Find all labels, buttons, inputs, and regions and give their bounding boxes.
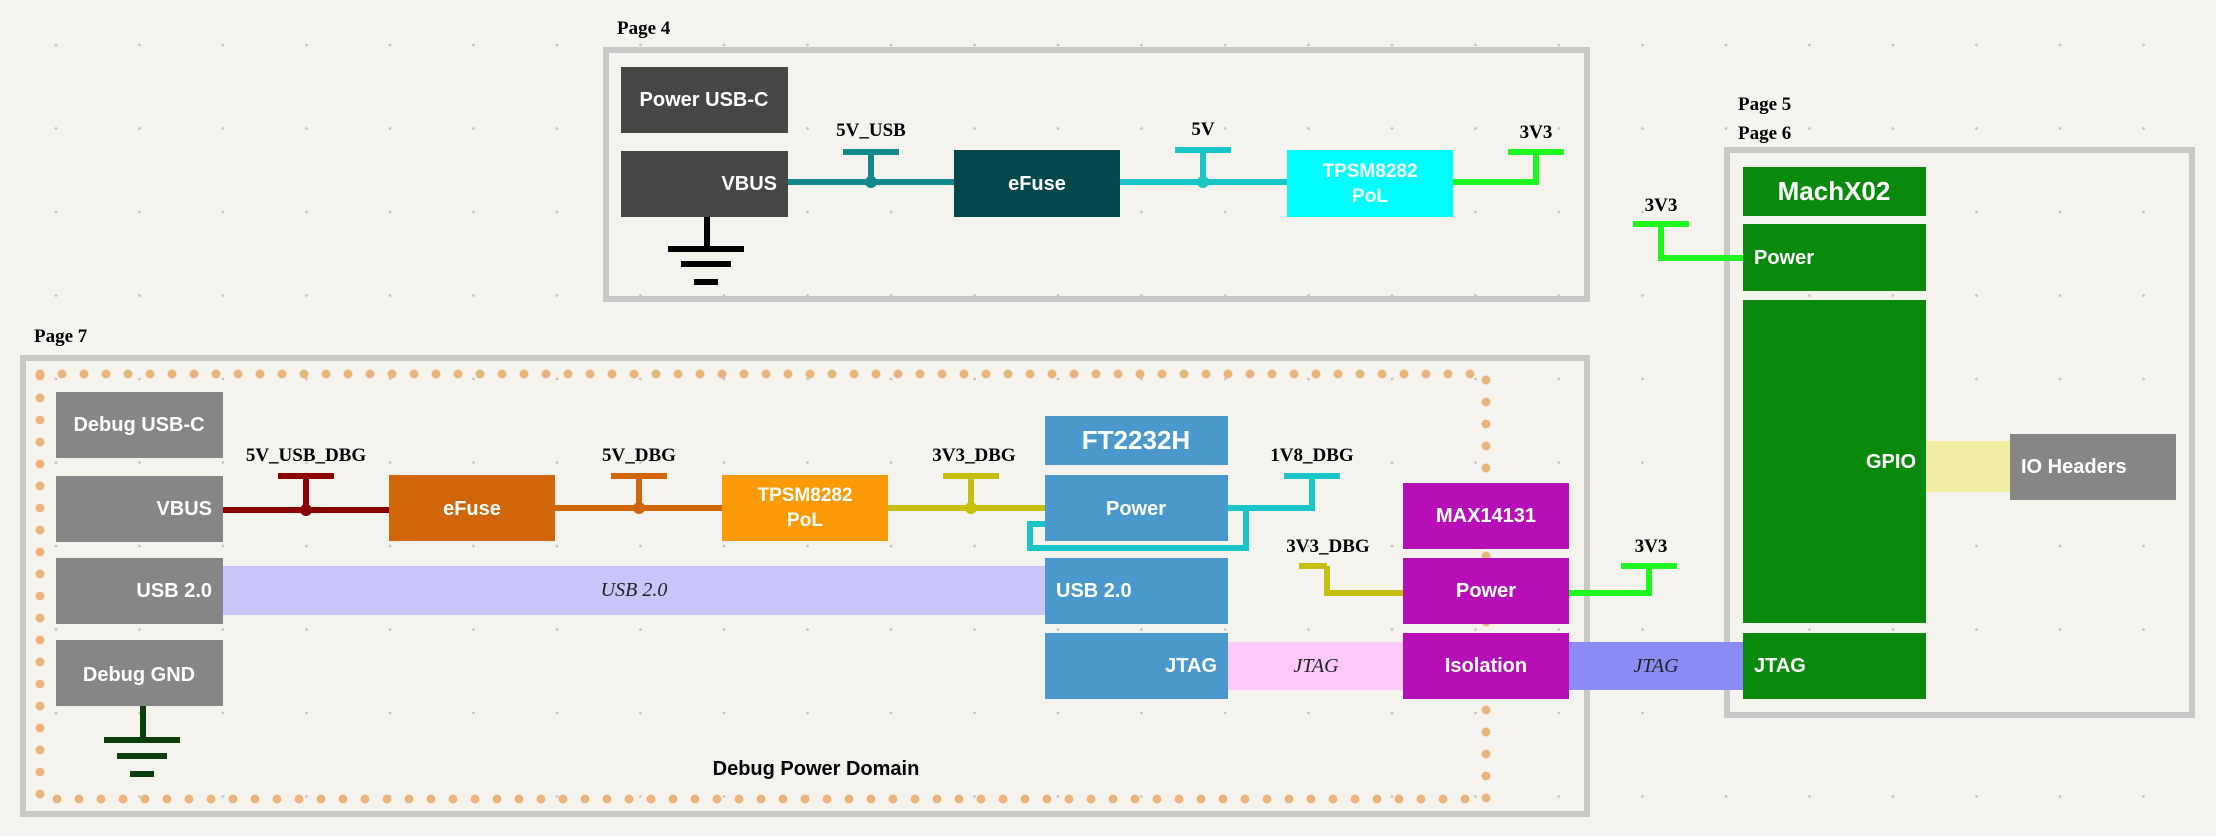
ft2232h-power-label: Power — [1106, 498, 1166, 520]
power-pol-block: TPSM8282 PoL — [1287, 150, 1453, 217]
debug-vbus-block: VBUS — [56, 476, 223, 542]
power-pol-label-2: PoL — [1352, 186, 1388, 207]
ft2232h-jtag-block: JTAG — [1045, 633, 1228, 699]
machx02-title-block: MachX02 — [1743, 167, 1926, 216]
io-headers-label: IO Headers — [2021, 456, 2127, 478]
ft2232h-usb-block: USB 2.0 — [1045, 558, 1228, 624]
fpga-net-3v3-label: 3V3 — [1645, 195, 1678, 216]
debug-pol-label-2: PoL — [787, 510, 823, 531]
machx02-gpio-label: GPIO — [1866, 451, 1916, 473]
io-headers-block: IO Headers — [2010, 434, 2176, 500]
bus-jtag-label-2: JTAG — [1633, 655, 1679, 677]
debug-buses — [223, 566, 1743, 690]
max14131-title-block: MAX14131 — [1403, 483, 1569, 549]
debug-power-domain-label: Debug Power Domain — [713, 758, 920, 780]
bus-usb-label: USB 2.0 — [601, 579, 668, 601]
page5-title: Page 5 — [1738, 94, 1791, 115]
debug-efuse-block: eFuse — [389, 475, 555, 541]
power-usb-c-label: Power USB-C — [640, 89, 769, 111]
machx02-jtag-label: JTAG — [1754, 655, 1806, 677]
ft2232h-power-block: Power — [1045, 475, 1228, 541]
power-pol-label-1: TPSM8282 — [1322, 161, 1417, 182]
machx02-gpio-block: GPIO — [1743, 300, 1926, 623]
debug-usb-c-label: Debug USB-C — [73, 414, 204, 436]
page5-frame — [1724, 147, 2195, 718]
max14131-power-label: Power — [1456, 580, 1516, 602]
net-5v-usb-dbg-label: 5V_USB_DBG — [246, 445, 367, 466]
machx02-power-label: Power — [1754, 247, 1814, 269]
page7-title: Page 7 — [34, 326, 88, 347]
debug-gnd-label: Debug GND — [83, 664, 195, 686]
power-usb-c-block: Power USB-C — [621, 67, 788, 133]
power-vbus-block: VBUS — [621, 151, 788, 217]
machx02-title: MachX02 — [1778, 176, 1891, 206]
fpga-wires — [1633, 221, 2010, 492]
debug-usb20-label: USB 2.0 — [136, 580, 212, 602]
power-vbus-label: VBUS — [721, 173, 777, 195]
net-5v-usb-label: 5V_USB — [836, 120, 906, 141]
net-5v-label: 5V — [1191, 119, 1215, 140]
net-3v3-label: 3V3 — [1520, 122, 1553, 143]
ft2232h-title-block: FT2232H — [1045, 416, 1228, 465]
bus-jtag-label-1: JTAG — [1293, 655, 1339, 677]
debug-usb-c-block: Debug USB-C — [56, 392, 223, 458]
debug-vbus-label: VBUS — [156, 498, 212, 520]
net-3v3-debug-label: 3V3 — [1635, 536, 1668, 557]
power-path-wires — [668, 147, 1564, 285]
net-5v-dbg-label: 5V_DBG — [602, 445, 676, 466]
debug-wires — [104, 473, 1677, 777]
page6-title: Page 6 — [1738, 123, 1791, 144]
debug-gnd-block: Debug GND — [56, 640, 223, 706]
max14131-power-block: Power — [1403, 558, 1569, 624]
debug-power-domain-outline — [35, 369, 1491, 804]
max14131-isolation-block: Isolation — [1403, 633, 1569, 699]
power-efuse-block: eFuse — [954, 150, 1120, 217]
ft2232h-usb-label: USB 2.0 — [1056, 580, 1132, 602]
max14131-isolation-label: Isolation — [1445, 655, 1527, 677]
page4-title: Page 4 — [617, 18, 671, 39]
page4-frame — [603, 47, 1590, 302]
power-efuse-label: eFuse — [1008, 173, 1066, 195]
page7-frame — [20, 355, 1590, 817]
debug-usb20-block: USB 2.0 — [56, 558, 223, 624]
debug-pol-block: TPSM8282 PoL — [722, 475, 888, 541]
net-3v3-dbg-label: 3V3_DBG — [932, 445, 1016, 466]
net-3v3-dbg-2-label: 3V3_DBG — [1286, 536, 1370, 557]
debug-efuse-label: eFuse — [443, 498, 501, 520]
max14131-title: MAX14131 — [1436, 505, 1536, 527]
machx02-power-block: Power — [1743, 224, 1926, 291]
ft2232h-title: FT2232H — [1082, 425, 1190, 455]
net-1v8-dbg-label: 1V8_DBG — [1270, 445, 1354, 466]
debug-pol-label-1: TPSM8282 — [757, 485, 852, 506]
machx02-jtag-block: JTAG — [1743, 633, 1926, 699]
ft2232h-jtag-label: JTAG — [1165, 655, 1217, 677]
